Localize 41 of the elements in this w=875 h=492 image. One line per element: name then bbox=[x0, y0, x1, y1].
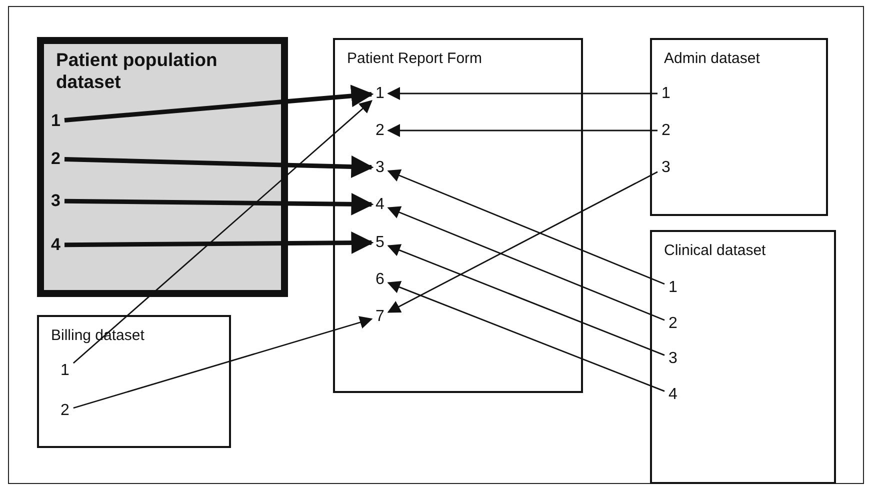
dataset-box bbox=[37, 315, 231, 448]
field-number: 1 bbox=[60, 362, 70, 380]
field-number: 2 bbox=[668, 314, 678, 332]
arrow bbox=[64, 156, 374, 178]
box-title: Patient population dataset bbox=[56, 49, 218, 93]
arrow bbox=[64, 232, 374, 254]
arrow bbox=[387, 206, 665, 321]
field-number: 1 bbox=[660, 84, 672, 102]
field-number: 4 bbox=[50, 236, 62, 254]
arrow bbox=[387, 169, 665, 285]
dataset-box bbox=[333, 38, 583, 393]
field-number: 4 bbox=[668, 386, 678, 404]
field-number: 2 bbox=[660, 122, 672, 140]
field-number: 3 bbox=[660, 158, 672, 176]
field-number: 4 bbox=[374, 196, 386, 214]
arrow bbox=[387, 281, 665, 392]
field-number: 2 bbox=[60, 402, 70, 420]
arrow bbox=[387, 87, 658, 100]
arrow bbox=[64, 192, 374, 216]
field-number: 7 bbox=[374, 308, 386, 326]
box-title: Patient Report Form bbox=[347, 50, 482, 68]
arrow bbox=[387, 171, 658, 313]
box-title: Admin dataset bbox=[664, 50, 760, 68]
arrow bbox=[72, 100, 372, 364]
field-number: 3 bbox=[50, 192, 62, 210]
field-number: 3 bbox=[374, 158, 386, 176]
field-number: 1 bbox=[50, 112, 62, 130]
dataset-box bbox=[37, 37, 288, 297]
arrow bbox=[387, 244, 665, 356]
field-number: 2 bbox=[374, 122, 386, 140]
dataset-box bbox=[650, 230, 836, 484]
field-number: 1 bbox=[374, 84, 386, 102]
field-number: 2 bbox=[50, 150, 62, 168]
arrow bbox=[387, 124, 658, 137]
box-title: Clinical dataset bbox=[664, 242, 766, 260]
field-number: 6 bbox=[374, 270, 386, 288]
field-number: 5 bbox=[374, 234, 386, 252]
dataset-box bbox=[650, 38, 828, 216]
field-number: 3 bbox=[668, 350, 678, 368]
arrow bbox=[73, 316, 373, 409]
field-number: 1 bbox=[668, 278, 678, 296]
